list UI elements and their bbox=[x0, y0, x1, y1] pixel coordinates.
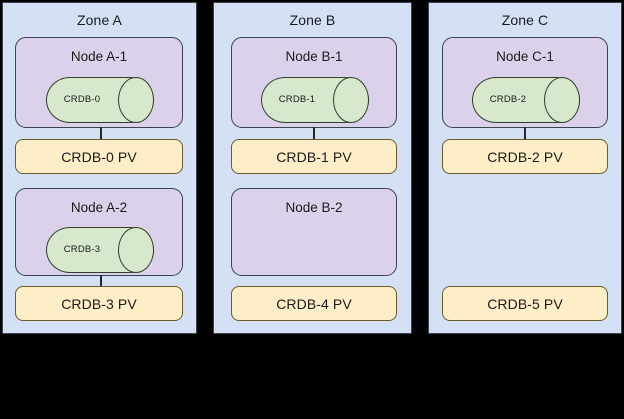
pod-cylinder-crdb-0[interactable]: CRDB-0 bbox=[46, 77, 154, 123]
node-title-b-1: Node B-1 bbox=[285, 49, 343, 64]
pod-cylinder-crdb-2[interactable]: CRDB-2 bbox=[472, 77, 580, 123]
connector-a-1 bbox=[100, 127, 102, 140]
pv-box-crdb-3[interactable]: CRDB-3 PV bbox=[15, 286, 183, 321]
pod-cylinder-cap bbox=[118, 77, 154, 123]
pv-label-crdb-1: CRDB-1 PV bbox=[276, 148, 352, 165]
pod-cylinder-crdb-1[interactable]: CRDB-1 bbox=[261, 77, 369, 123]
pv-box-crdb-1[interactable]: CRDB-1 PV bbox=[231, 139, 397, 174]
node-title-c-1: Node C-1 bbox=[496, 49, 554, 64]
zone-container-a: Zone A Node A-1 CRDB-0 CRDB-0 PV Node A-… bbox=[2, 2, 197, 334]
pv-label-crdb-5: CRDB-5 PV bbox=[487, 295, 563, 312]
node-box-b-2[interactable]: Node B-2 bbox=[231, 188, 397, 276]
pod-label-crdb-1: CRDB-1 bbox=[278, 94, 316, 105]
pv-label-crdb-0: CRDB-0 PV bbox=[61, 148, 137, 165]
pv-label-crdb-3: CRDB-3 PV bbox=[61, 295, 137, 312]
zone-title-c: Zone C bbox=[501, 12, 549, 28]
pv-box-crdb-2[interactable]: CRDB-2 PV bbox=[442, 139, 608, 174]
pod-cylinder-cap bbox=[333, 77, 369, 123]
zone-title-b: Zone B bbox=[289, 12, 336, 28]
pv-box-crdb-5[interactable]: CRDB-5 PV bbox=[442, 286, 608, 321]
pv-box-crdb-4[interactable]: CRDB-4 PV bbox=[231, 286, 397, 321]
node-title-b-2: Node B-2 bbox=[285, 200, 343, 215]
node-box-a-2[interactable]: Node A-2 CRDB-3 bbox=[15, 188, 183, 276]
zone-container-b: Zone B Node B-1 CRDB-1 CRDB-1 PV Node B-… bbox=[213, 2, 412, 334]
pv-label-crdb-2: CRDB-2 PV bbox=[487, 148, 563, 165]
pv-label-crdb-4: CRDB-4 PV bbox=[276, 295, 352, 312]
node-box-a-1[interactable]: Node A-1 CRDB-0 bbox=[15, 37, 183, 128]
pv-box-crdb-0[interactable]: CRDB-0 PV bbox=[15, 139, 183, 174]
pod-label-crdb-3: CRDB-3 bbox=[63, 244, 101, 255]
pod-cylinder-crdb-3[interactable]: CRDB-3 bbox=[46, 227, 154, 273]
node-title-a-1: Node A-1 bbox=[70, 49, 128, 64]
node-box-c-1[interactable]: Node C-1 CRDB-2 bbox=[442, 37, 608, 128]
zone-title-a: Zone A bbox=[77, 12, 122, 28]
zone-container-c: Zone C Node C-1 CRDB-2 CRDB-2 PV CRDB-5 … bbox=[428, 2, 622, 334]
node-title-a-2: Node A-2 bbox=[70, 200, 128, 215]
pod-cylinder-cap bbox=[118, 227, 154, 273]
connector-c-1 bbox=[524, 127, 526, 140]
connector-b-1 bbox=[313, 127, 315, 140]
pod-label-crdb-2: CRDB-2 bbox=[489, 94, 527, 105]
pod-cylinder-cap bbox=[544, 77, 580, 123]
connector-a-2 bbox=[100, 275, 102, 287]
node-box-b-1[interactable]: Node B-1 CRDB-1 bbox=[231, 37, 397, 128]
pod-label-crdb-0: CRDB-0 bbox=[63, 94, 101, 105]
